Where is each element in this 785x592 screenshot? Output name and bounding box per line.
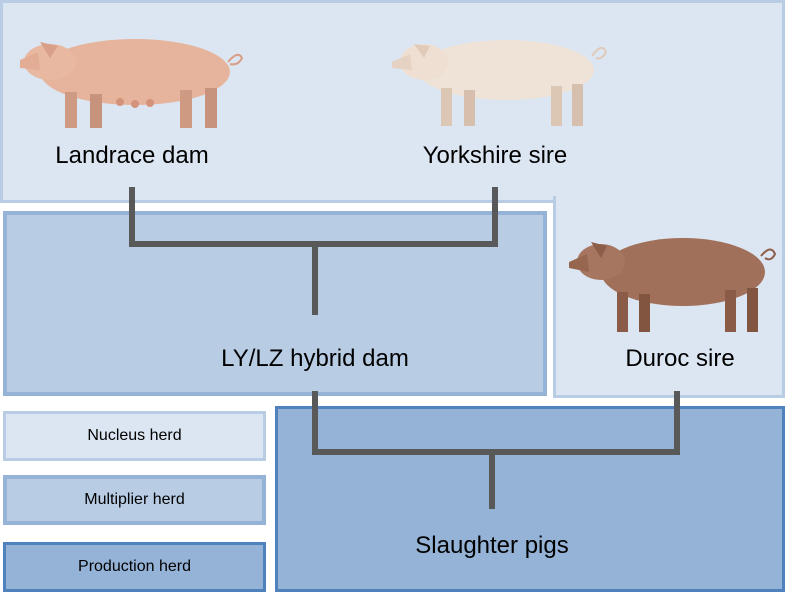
duroc-sire-label: Duroc sire xyxy=(580,345,780,373)
legend-production-herd: Production herd xyxy=(3,542,266,592)
hybrid-dam-label: LY/LZ hybrid dam xyxy=(190,345,440,373)
slaughter-pigs-label: Slaughter pigs xyxy=(382,532,602,560)
production-bracket xyxy=(315,394,677,452)
yorkshire-sire-label: Yorkshire sire xyxy=(385,142,605,170)
dam-sire-bracket xyxy=(132,190,495,244)
legend-nucleus-herd: Nucleus herd xyxy=(3,411,266,461)
legend-multiplier-herd: Multiplier herd xyxy=(3,475,266,525)
landrace-dam-label: Landrace dam xyxy=(22,142,242,170)
